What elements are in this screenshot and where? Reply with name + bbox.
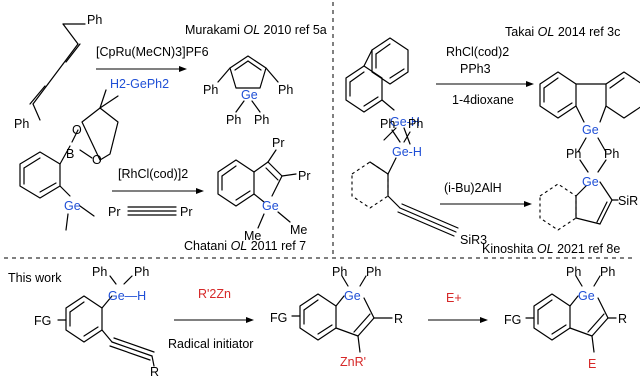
- kinoshita-substrate: Ge-H Ph Ph SiR3: [351, 117, 487, 247]
- svg-text:SiR3: SiR3: [460, 233, 487, 247]
- svg-text:ZnR': ZnR': [340, 355, 366, 369]
- svg-text:Ge: Ge: [344, 289, 361, 303]
- svg-text:Ge: Ge: [241, 88, 258, 102]
- svg-text:Ph: Ph: [226, 113, 241, 127]
- svg-text:Ge: Ge: [64, 199, 81, 213]
- takai-ref: Takai OL 2014 ref 3c: [505, 25, 620, 39]
- svg-text:Ge: Ge: [582, 175, 599, 189]
- this-work-intermediate: FG Ge Ph Ph R ZnR': [270, 265, 403, 369]
- svg-text:FG: FG: [504, 313, 521, 327]
- svg-text:Ge: Ge: [262, 199, 279, 213]
- chatani-boronate: B O O Ge: [19, 89, 119, 231]
- svg-text:Ge—H: Ge—H: [108, 289, 146, 303]
- svg-text:Pr: Pr: [272, 136, 285, 150]
- svg-text:Ph: Ph: [366, 265, 381, 279]
- svg-text:R: R: [394, 312, 403, 326]
- chatani-alkyne: Pr Pr: [108, 205, 193, 219]
- chatani-benzogermole: Pr Pr Ge Me Me: [217, 136, 311, 243]
- murakami-ref: Murakami OL 2010 ref 5a: [185, 23, 327, 37]
- svg-text:O: O: [72, 123, 82, 137]
- svg-text:R: R: [150, 365, 159, 376]
- svg-text:B: B: [66, 147, 74, 161]
- svg-text:Ge-H: Ge-H: [390, 115, 420, 129]
- svg-text:Me: Me: [244, 229, 261, 243]
- svg-text:Ph: Ph: [600, 265, 615, 279]
- murakami-silane: H2-GePh2: [110, 77, 169, 91]
- svg-text:Ph: Ph: [332, 265, 347, 279]
- svg-text:Ph: Ph: [254, 113, 269, 127]
- svg-text:Ge: Ge: [582, 123, 599, 137]
- kinoshita-ref: Kinoshita OL 2021 ref 8e: [482, 242, 620, 256]
- svg-text:Ph: Ph: [92, 265, 107, 279]
- svg-text:Ge: Ge: [578, 289, 595, 303]
- kinoshita-product: Ge Ph Ph SiR: [539, 147, 638, 231]
- takai-biphenyl-hydrogermane: Ge-H: [345, 37, 420, 145]
- takai-ligand: PPh3: [460, 62, 491, 76]
- svg-text:FG: FG: [270, 311, 287, 325]
- murakami-germole: Ph Ph Ge Ph Ph: [203, 55, 293, 127]
- this-work-electrophile: E+: [446, 291, 462, 305]
- svg-text:Ph: Ph: [566, 147, 581, 161]
- svg-text:Ph: Ph: [278, 83, 293, 97]
- this-work-substrate: FG Ge—H Ph Ph R: [34, 265, 159, 376]
- takai-dibenzogermole: Ge: [539, 71, 640, 153]
- murakami-ph-top: Ph: [87, 13, 102, 27]
- murakami-ph-bottom: Ph: [14, 117, 29, 131]
- svg-text:Ge-H: Ge-H: [392, 145, 422, 159]
- svg-text:Ph: Ph: [203, 83, 218, 97]
- svg-text:Ph: Ph: [408, 117, 423, 131]
- svg-text:Ph: Ph: [566, 265, 581, 279]
- svg-text:O: O: [92, 153, 102, 167]
- this-work-product: FG Ge Ph Ph R E: [504, 265, 627, 371]
- svg-text:Pr: Pr: [180, 205, 193, 219]
- svg-text:Pr: Pr: [108, 205, 121, 219]
- kinoshita-reagent: (i-Bu)2AlH: [444, 181, 502, 195]
- takai-catalyst: RhCl(cod)2: [446, 45, 509, 59]
- svg-text:Ph: Ph: [134, 265, 149, 279]
- svg-text:E: E: [588, 357, 596, 371]
- takai-solvent: 1-4dioxane: [452, 93, 514, 107]
- svg-text:Pr: Pr: [298, 169, 311, 183]
- murakami-diyne: Ph Ph: [14, 13, 102, 131]
- this-work-initiator: Radical initiator: [168, 337, 253, 351]
- svg-text:SiR: SiR: [618, 194, 638, 208]
- svg-text:Me: Me: [290, 223, 307, 237]
- this-work-zinc: R'2Zn: [198, 287, 231, 301]
- svg-text:Ph: Ph: [604, 147, 619, 161]
- this-work-label: This work: [8, 271, 62, 285]
- svg-text:FG: FG: [34, 314, 51, 328]
- chatani-catalyst: [RhCl(cod)]2: [118, 167, 188, 181]
- chatani-ref: Chatani OL 2011 ref 7: [184, 239, 306, 253]
- svg-text:Ph: Ph: [380, 117, 395, 131]
- svg-text:R: R: [618, 312, 627, 326]
- murakami-catalyst: [CpRu(MeCN)3]PF6: [96, 45, 209, 59]
